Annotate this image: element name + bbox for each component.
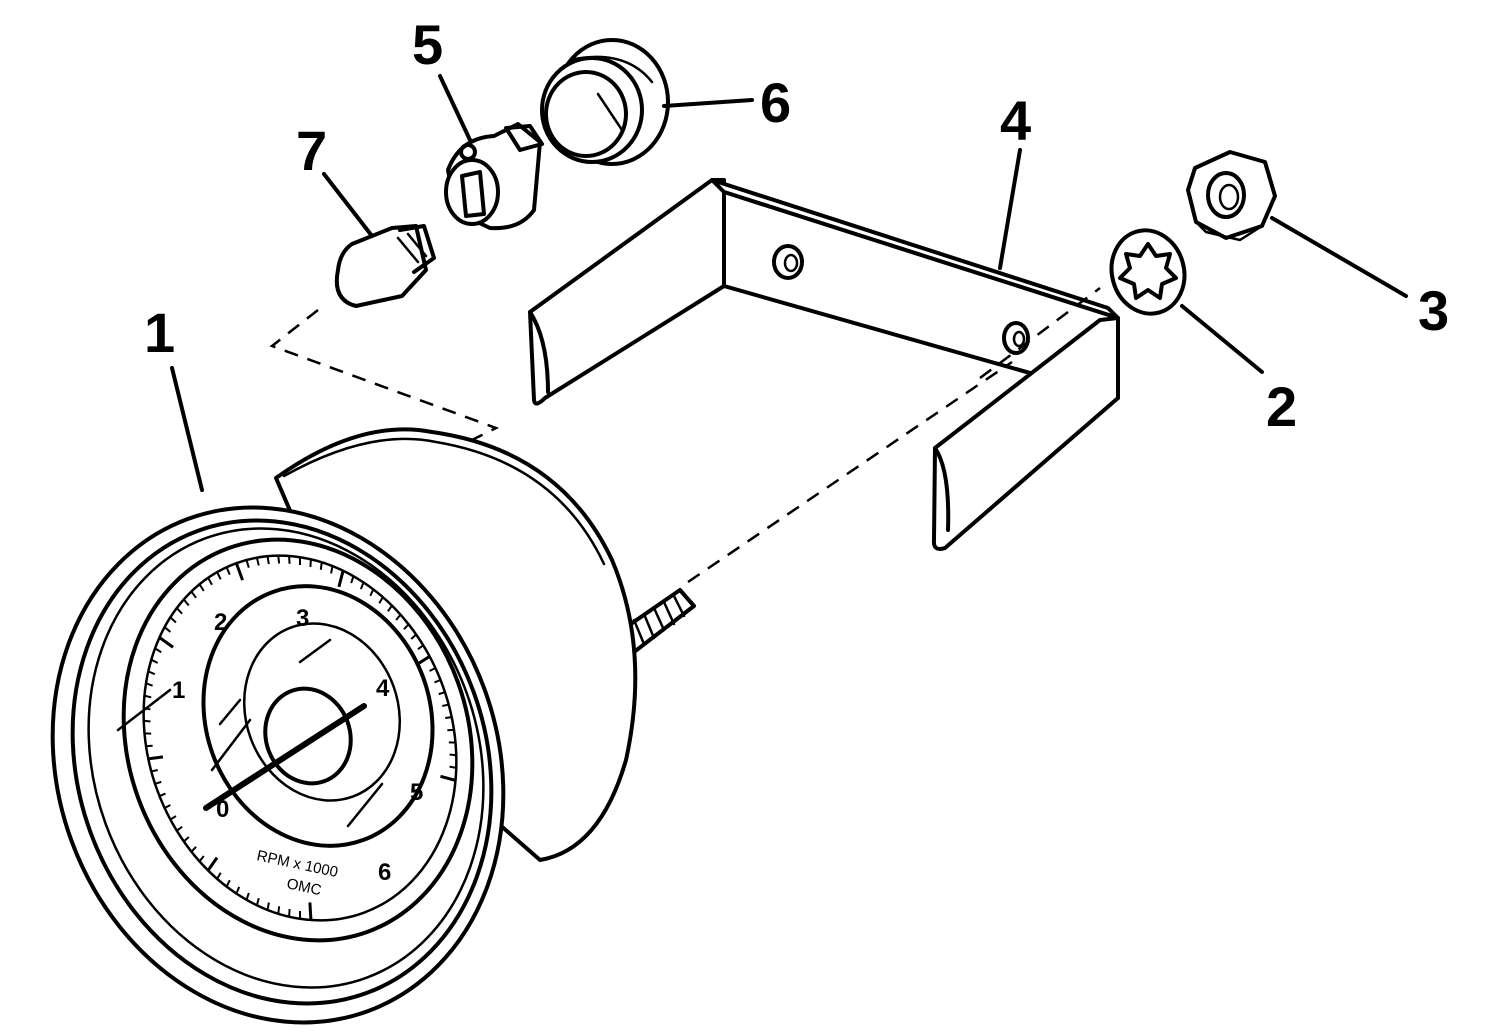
dial-tick <box>183 598 190 607</box>
dial-tick <box>145 682 153 687</box>
dial-tick <box>378 596 384 604</box>
dial-tick <box>319 562 323 570</box>
dial-tick <box>150 658 159 664</box>
assembly-line-stud <box>687 360 1013 584</box>
dial-tick <box>190 846 197 853</box>
callout-3: 3 <box>1418 279 1449 342</box>
dial-tick <box>216 571 222 580</box>
dial-tick <box>225 879 231 888</box>
dial-number-0: 0 <box>216 796 229 823</box>
callout-6: 6 <box>760 71 791 134</box>
leader-line-5 <box>438 74 472 142</box>
dial-tick <box>266 556 270 565</box>
dial-number-1: 1 <box>172 677 185 704</box>
socket-cover <box>540 38 670 166</box>
dial-tick <box>151 769 158 773</box>
dial-tick <box>395 614 402 621</box>
bulb <box>334 224 436 308</box>
dial-tick <box>198 855 205 862</box>
leader-lines <box>170 74 1408 492</box>
dial-tick <box>429 667 436 672</box>
dial-tick <box>255 897 260 906</box>
dial-tick <box>449 765 457 769</box>
dial-tick <box>440 774 456 782</box>
leader-line-3 <box>1270 216 1408 298</box>
callout-5: 5 <box>412 13 443 76</box>
dial-tick <box>449 753 457 757</box>
leader-line-2 <box>1180 304 1264 374</box>
dial-tick <box>330 565 334 574</box>
dial-ticks <box>143 555 457 921</box>
dial-tick <box>206 856 219 872</box>
dial-tick <box>176 607 183 615</box>
dial-tick <box>410 633 417 640</box>
assembly-line-bracket <box>979 287 1101 379</box>
dial-number-2: 2 <box>214 609 227 636</box>
dial-tick <box>277 555 281 564</box>
callout-4: 4 <box>1000 89 1031 152</box>
dial-number-6: 6 <box>378 859 391 886</box>
dial-tick <box>245 892 250 901</box>
dial-tick <box>154 647 162 654</box>
dial-tick <box>434 679 441 684</box>
dial-tick <box>369 588 375 597</box>
dial-tick <box>147 670 156 676</box>
dial-tick <box>445 716 452 720</box>
dial-tick <box>387 605 393 612</box>
dial-tick <box>235 886 241 894</box>
dial-tick <box>154 780 162 785</box>
dial-number-5: 5 <box>410 779 423 806</box>
dial-tick <box>158 636 174 649</box>
tachometer: 0 1 2 3 4 5 6 RPM x 1000 OMC <box>50 427 696 1025</box>
dial-tick <box>277 906 281 914</box>
dial-tick <box>438 691 446 696</box>
callout-7: 7 <box>296 119 327 182</box>
dial-tick <box>216 872 222 880</box>
dial-tick <box>245 559 250 568</box>
callout-1: 1 <box>144 301 175 364</box>
dial-tick <box>308 902 313 921</box>
dial-tick <box>144 694 152 699</box>
dial-tick <box>164 804 171 809</box>
leader-line-4 <box>998 148 1022 270</box>
dial-tick <box>176 825 183 832</box>
dial-tick <box>198 583 205 592</box>
dial-tick <box>442 703 449 707</box>
callout-labels: 1 2 3 4 5 6 7 <box>144 13 1449 438</box>
dial-tick <box>143 719 151 723</box>
dial-tick <box>255 557 260 566</box>
dial-tick <box>163 626 172 633</box>
mounting-bracket <box>528 178 1120 551</box>
dial-tick <box>207 577 213 586</box>
dial-number-4: 4 <box>376 675 390 702</box>
lock-washer <box>1109 228 1187 316</box>
dial-tick <box>350 575 355 584</box>
dial-tick <box>190 590 197 599</box>
dial-number-3: 3 <box>296 605 309 632</box>
hex-nut <box>1186 150 1277 242</box>
dial-tick <box>225 566 231 576</box>
dial-tick <box>148 755 164 761</box>
dial-tick <box>266 902 270 911</box>
dial-tick <box>159 792 166 797</box>
assembly-line-bulb <box>269 309 500 442</box>
dial-tick <box>359 582 365 590</box>
callout-2: 2 <box>1266 375 1297 438</box>
leader-line-1 <box>170 366 204 492</box>
dial-brand-text: OMC <box>285 875 323 899</box>
dial-tick <box>417 644 424 651</box>
dial-tick <box>169 616 177 624</box>
tachometer-needle <box>203 703 367 811</box>
dial-tick <box>183 836 190 843</box>
dial-tick <box>234 562 244 581</box>
lamp-socket <box>444 122 544 231</box>
dial-tick <box>169 815 177 821</box>
dial-tick <box>337 570 345 588</box>
leader-line-7 <box>322 172 374 238</box>
leader-line-6 <box>662 98 754 108</box>
dial-tick <box>403 623 410 630</box>
